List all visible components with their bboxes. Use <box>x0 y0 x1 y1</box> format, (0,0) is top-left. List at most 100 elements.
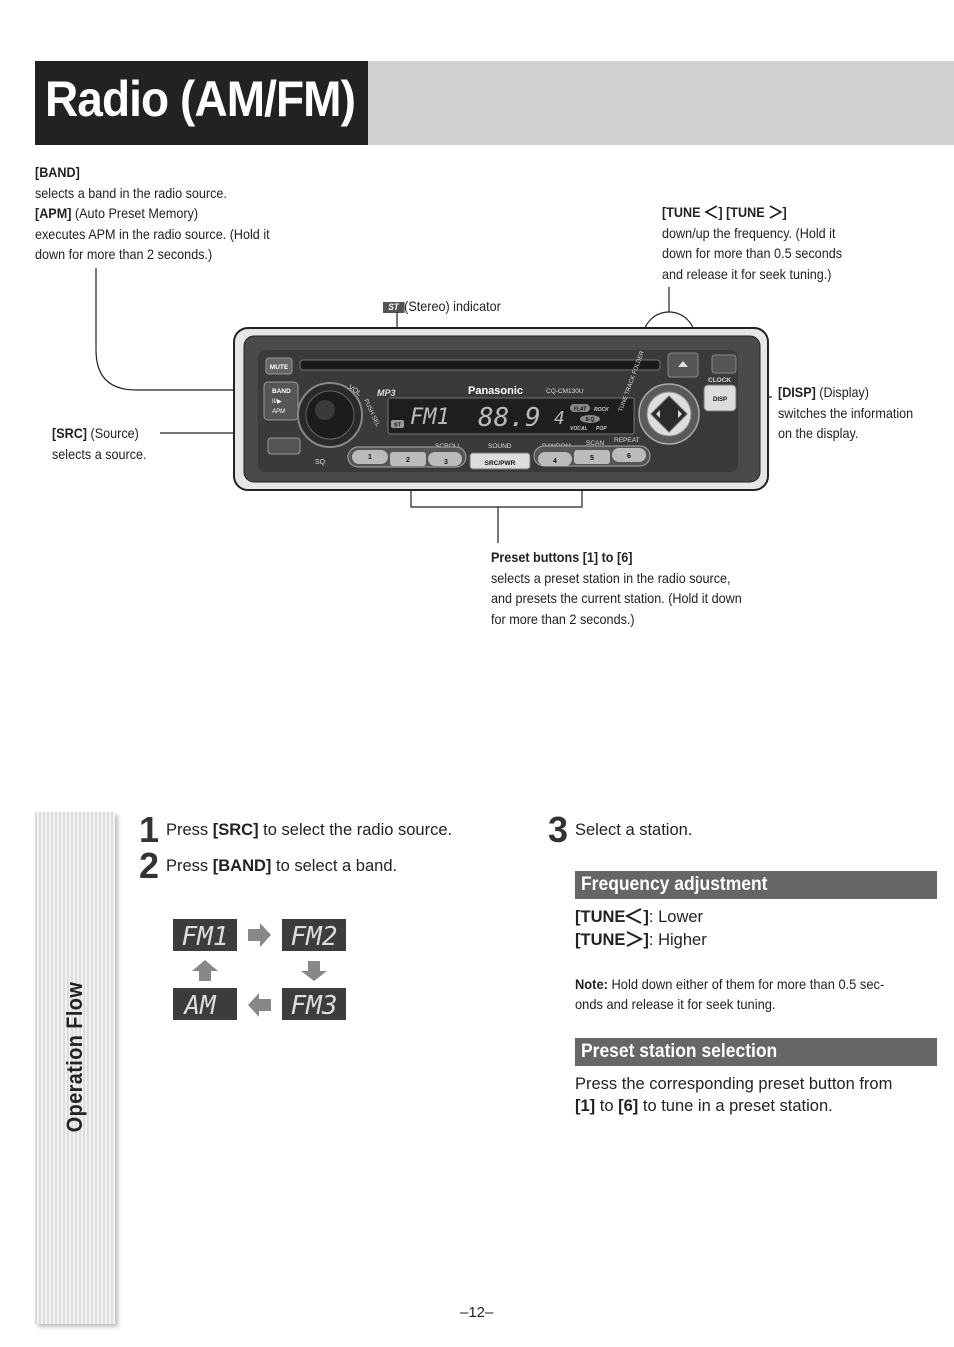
clock-label: CLOCK <box>708 377 731 384</box>
apm-key: [APM] <box>35 205 72 221</box>
car-stereo-illustration: MUTE BAND II/▶ APM VOL PUSH SEL SQ MP3 P… <box>95 268 772 543</box>
title-box <box>35 61 368 145</box>
band-fm3-box <box>282 988 346 1020</box>
display-band: FM1 <box>410 405 450 430</box>
disp-key: [DISP] <box>778 384 816 400</box>
repeat-label: REPEAT <box>614 437 640 444</box>
disp-name: (Display) <box>815 384 870 400</box>
step-3-text: Select a station. <box>575 821 693 839</box>
band-fm3-label: FM3 <box>291 991 338 1021</box>
sound-label: SOUND <box>488 443 512 450</box>
disp-desc-1: switches the information <box>778 404 914 421</box>
mp3-logo: MP3 <box>377 388 396 398</box>
tune-lower-label: : Lower <box>648 908 704 926</box>
band-label: BAND <box>272 388 291 395</box>
apm-name: (Auto Preset Memory) <box>71 205 199 221</box>
display-sq: S·Q <box>586 417 595 423</box>
preset-5-label: 5 <box>590 455 594 462</box>
preset-heading: Preset station selection <box>575 1038 937 1066</box>
preset-6-label: 6 <box>627 453 631 460</box>
page-number: –12– <box>460 1304 494 1321</box>
disp-label: DISP <box>713 397 727 403</box>
src-pwr-label: SRC/PWR <box>485 460 516 467</box>
arrow-down-icon <box>301 961 327 981</box>
tune-right-icon <box>769 205 783 219</box>
play-label: II/▶ <box>272 399 282 405</box>
stereo-badge: ST <box>383 302 405 313</box>
display-pop: POP <box>596 426 607 432</box>
src-key: [SRC] <box>52 425 88 441</box>
step-2-text: Press [BAND] to select a band. <box>166 857 397 876</box>
step-2-number: 2 <box>139 845 160 886</box>
frequency-note: Note: Hold down either of them for more … <box>575 974 925 1014</box>
tune-lower-key-b: ] <box>643 908 649 926</box>
step-2-post: to select a band. <box>271 857 398 875</box>
tune-higher-key-a: [TUNE <box>575 931 626 949</box>
band-callout: [BAND] selects a band in the radio sourc… <box>35 162 305 265</box>
tune-callout: [TUNE ] [TUNE ] down/up the frequency. (… <box>662 202 896 284</box>
preset-heading-text: Preset station selection <box>581 1041 778 1062</box>
band-am-label: AM <box>182 991 217 1021</box>
step-3-number: 3 <box>548 809 569 850</box>
stereo-callout: ST(Stereo) indicator <box>383 296 501 317</box>
mute-label: MUTE <box>270 364 289 371</box>
display-rock: ROCK <box>594 407 609 413</box>
tune-key-b: ] [TUNE <box>718 204 769 220</box>
preset-desc-2: and presets the current station. (Hold i… <box>491 590 742 606</box>
preset-key: Preset buttons [1] to [6] <box>491 549 633 565</box>
preset-1-label: 1 <box>368 454 372 461</box>
tune-down-icon <box>656 410 660 418</box>
brand-logo: Panasonic <box>468 385 523 397</box>
tune-key-c: ] <box>782 204 787 220</box>
band-fm2-box <box>282 919 346 951</box>
display-freq: 88.9 <box>478 403 541 433</box>
page-title: Radio (AM/FM) <box>45 71 356 127</box>
preset-desc-3: for more than 2 seconds.) <box>491 610 635 627</box>
preset-callout: Preset buttons [1] to [6] selects a pres… <box>491 547 779 629</box>
tune-lower-line: [TUNE]: Lower <box>575 906 703 928</box>
preset-buttons-left <box>352 450 462 466</box>
operation-flow-sidebar <box>35 812 115 1324</box>
tune-up-icon <box>678 410 682 418</box>
display-preset: 4 <box>554 408 565 429</box>
disp-desc-2: on the display. <box>778 425 859 441</box>
tune-higher-label: : Higher <box>648 931 707 949</box>
preset-key-2: [6] <box>618 1097 639 1115</box>
band-fm1-box <box>173 919 237 951</box>
step-1-key: [SRC] <box>212 821 259 839</box>
note-text-2: onds and release it for seek tuning. <box>575 996 776 1012</box>
display-vocal: VOCAL <box>570 426 588 432</box>
tune-higher-icon <box>626 931 644 947</box>
apm-desc-2: down for more than 2 seconds.) <box>35 246 213 262</box>
step-1-post: to select the radio source. <box>258 821 453 839</box>
band-fm2-label: FM2 <box>291 922 338 952</box>
apm-desc-1: executes APM in the radio source. (Hold … <box>35 225 270 242</box>
note-label: Note: <box>575 976 608 992</box>
tune-desc-1: down/up the frequency. (Hold it <box>662 224 836 241</box>
tune-lower-key-a: [TUNE <box>575 908 626 926</box>
band-desc: selects a band in the radio source. <box>35 184 227 201</box>
display-st: ST <box>394 423 402 429</box>
tune-desc-3: and release it for seek tuning.) <box>662 265 832 282</box>
preset-post: to tune in a preset station. <box>638 1097 833 1115</box>
sidebar-label: Operation Flow <box>62 981 87 1133</box>
band-fm1-label: FM1 <box>182 922 229 952</box>
step-1-text: Press [SRC] to select the radio source. <box>166 821 452 840</box>
band-am-box <box>173 988 237 1020</box>
eject-icon <box>678 361 688 367</box>
src-name: (Source) <box>87 425 139 441</box>
tune-left-icon <box>703 205 717 219</box>
stereo-text: (Stereo) indicator <box>404 298 501 314</box>
frequency-heading: Frequency adjustment <box>575 871 937 899</box>
step-2-pre: Press <box>166 857 213 875</box>
tune-lower-icon <box>625 908 642 924</box>
preset-4-label: 4 <box>553 458 557 465</box>
preset-key-1: [1] <box>575 1097 596 1115</box>
tune-higher-key-b: ] <box>643 931 649 949</box>
preset-buttons-right <box>538 448 646 466</box>
preset-2-label: 2 <box>406 457 410 464</box>
preset-mid: to <box>595 1097 619 1115</box>
arrow-left-icon <box>248 993 271 1017</box>
tune-higher-line: [TUNE]: Higher <box>575 929 707 951</box>
scan-label: SCAN <box>586 440 604 447</box>
